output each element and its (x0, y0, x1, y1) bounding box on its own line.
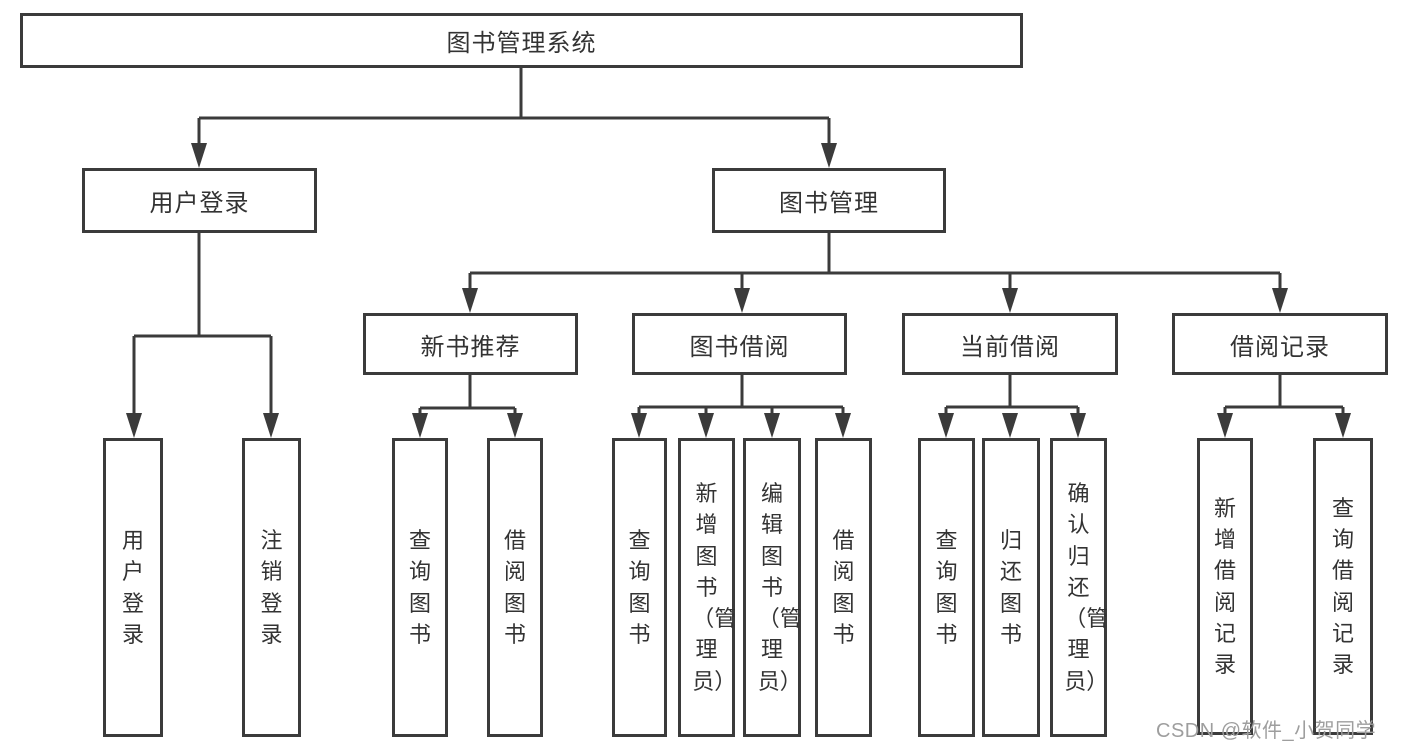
arrowhead-icon (191, 143, 207, 168)
node-user-login-label: 用户登录 (149, 190, 250, 217)
leaf-confirm-return-admin: 确认归还（管理员） (1050, 438, 1109, 737)
arrowhead-icon (1335, 413, 1351, 438)
leaf-query-books-borrow-label: 查询图书 (628, 528, 651, 647)
leaf-borrow-books-recommend: 借阅图书 (487, 438, 543, 737)
node-borrow-records: 借阅记录 (1172, 313, 1388, 375)
leaf-edit-book-admin: 编辑图书（管理员） (743, 438, 802, 737)
connector-root-to-level2 (191, 68, 837, 168)
node-borrow-records-label: 借阅记录 (1230, 333, 1330, 361)
node-book-borrow-label: 图书借阅 (689, 333, 790, 361)
connector-book-borrow-to-leaves (631, 375, 851, 438)
connector-book-management-to-level3 (462, 233, 1288, 313)
leaf-edit-book-admin-label: 编辑图书（管理员） (757, 481, 802, 694)
arrowhead-icon (938, 413, 954, 438)
leaf-borrow-books-borrow: 借阅图书 (815, 438, 872, 737)
leaf-query-books-borrow: 查询图书 (612, 438, 667, 737)
leaf-logout-label: 注销登录 (260, 528, 283, 647)
arrowhead-icon (462, 288, 478, 313)
arrowhead-icon (507, 413, 523, 438)
leaf-add-borrow-record-label: 新增借阅记录 (1213, 495, 1236, 677)
leaf-query-books-recommend-label: 查询图书 (408, 528, 431, 647)
arrowhead-icon (1002, 413, 1018, 438)
arrowhead-icon (835, 413, 851, 438)
leaf-return-book-label: 归还图书 (999, 528, 1022, 647)
connector-current-borrow-to-leaves (938, 375, 1086, 438)
node-book-management-label: 图书管理 (779, 190, 879, 217)
leaf-confirm-return-admin-label: 确认归还（管理员） (1064, 481, 1109, 694)
leaf-add-book-admin-label: 新增图书（管理员） (692, 481, 737, 694)
arrowhead-icon (412, 413, 428, 438)
arrowhead-icon (126, 413, 142, 438)
leaf-query-borrow-record-label: 查询借阅记录 (1331, 495, 1354, 677)
node-root: 图书管理系统 (20, 13, 1023, 68)
leaf-query-books-recommend: 查询图书 (392, 438, 448, 737)
arrowhead-icon (734, 288, 750, 313)
arrowhead-icon (698, 413, 714, 438)
leaf-add-book-admin: 新增图书（管理员） (678, 438, 737, 737)
leaf-borrow-books-borrow-label: 借阅图书 (832, 528, 855, 647)
arrowhead-icon (1002, 288, 1018, 313)
leaf-user-login: 用户登录 (103, 438, 163, 737)
leaf-query-borrow-record: 查询借阅记录 (1313, 438, 1373, 735)
arrowhead-icon (764, 413, 780, 438)
leaf-borrow-books-recommend-label: 借阅图书 (503, 528, 526, 647)
arrowhead-icon (1070, 413, 1086, 438)
node-current-borrow: 当前借阅 (902, 313, 1118, 375)
node-user-login: 用户登录 (82, 168, 317, 233)
leaf-query-books-current: 查询图书 (918, 438, 975, 737)
node-book-management: 图书管理 (712, 168, 946, 233)
connector-new-book-to-leaves (412, 375, 523, 438)
leaf-return-book: 归还图书 (982, 438, 1040, 737)
leaf-logout: 注销登录 (242, 438, 301, 737)
node-new-book-recommend: 新书推荐 (363, 313, 578, 375)
arrowhead-icon (1272, 288, 1288, 313)
leaf-user-login-label: 用户登录 (121, 528, 144, 647)
node-root-label: 图书管理系统 (446, 30, 597, 57)
watermark: CSDN @软件_小贺同学 (1156, 720, 1377, 742)
node-new-book-recommend-label: 新书推荐 (420, 333, 521, 361)
arrowhead-icon (821, 143, 837, 168)
leaf-query-books-current-label: 查询图书 (935, 528, 958, 647)
connector-user-login-to-leaves (126, 233, 279, 438)
arrowhead-icon (631, 413, 647, 438)
connector-borrow-records-to-leaves (1217, 375, 1351, 438)
arrowhead-icon (263, 413, 279, 438)
arrowhead-icon (1217, 413, 1233, 438)
leaf-add-borrow-record: 新增借阅记录 (1197, 438, 1253, 735)
node-book-borrow: 图书借阅 (632, 313, 847, 375)
node-current-borrow-label: 当前借阅 (960, 333, 1060, 361)
